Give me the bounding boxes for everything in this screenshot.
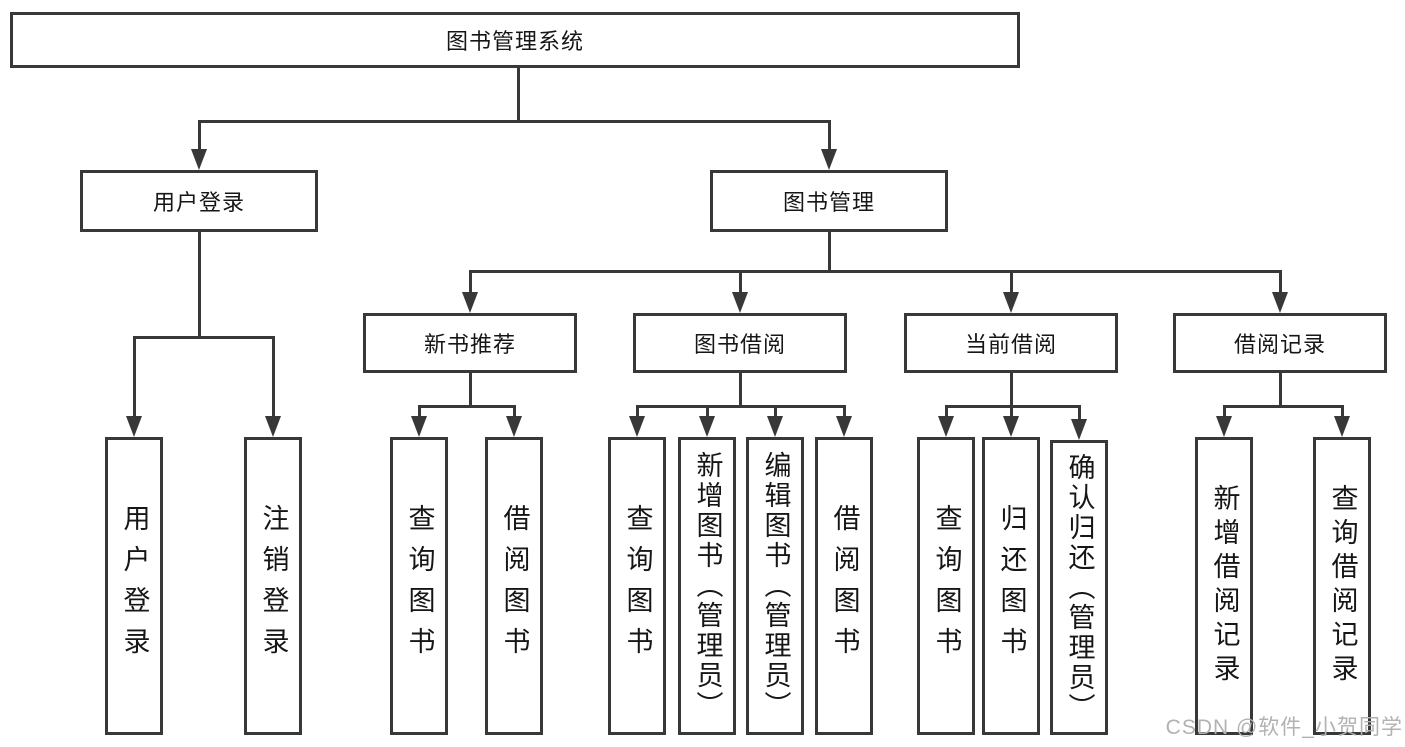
leaf-newbook-query-books: 查询图书 <box>390 437 448 735</box>
arrowhead-down <box>1071 419 1087 440</box>
arrowhead-down <box>732 292 748 313</box>
node-label: 查询图书 <box>622 504 653 668</box>
connector-line <box>418 405 421 418</box>
connector-line <box>1010 405 1013 418</box>
node-label: 用户登录 <box>119 504 150 668</box>
leaf-logout: 注销登录 <box>244 437 302 735</box>
arrowhead-down <box>1003 416 1019 437</box>
connector-line <box>739 270 742 293</box>
node-label: 新书推荐 <box>423 332 516 357</box>
connector-line <box>469 373 472 405</box>
connector-line <box>418 405 516 408</box>
arrowhead-down <box>126 416 142 437</box>
leaf-records-add-record: 新增借阅记录 <box>1195 437 1253 735</box>
node-label: 当前借阅 <box>964 332 1057 357</box>
node-root-library-system: 图书管理系统 <box>10 12 1020 68</box>
connector-line <box>828 232 831 270</box>
arrowhead-down <box>629 416 645 437</box>
node-label: 归还图书 <box>996 504 1027 668</box>
connector-line <box>1279 373 1282 405</box>
arrowhead-down <box>265 416 281 437</box>
arrowhead-down <box>1216 416 1232 437</box>
csdn-watermark: CSDN @软件_小贺同学 <box>1165 716 1403 739</box>
connector-line <box>198 120 201 151</box>
node-label: 借阅记录 <box>1233 332 1326 357</box>
leaf-user-login: 用户登录 <box>105 437 163 735</box>
connector-line <box>469 270 1282 273</box>
connector-line <box>636 405 846 408</box>
leaf-records-query-record: 查询借阅记录 <box>1313 437 1371 735</box>
node-label: 新增借阅记录 <box>1209 484 1240 688</box>
arrowhead-down <box>767 416 783 437</box>
leaf-current-query-books: 查询图书 <box>917 437 975 735</box>
connector-line <box>828 120 831 151</box>
node-book-management: 图书管理 <box>710 170 948 232</box>
node-label: 借阅图书 <box>829 504 860 668</box>
connector-line <box>774 405 777 418</box>
node-label: 借阅图书 <box>499 504 530 668</box>
node-user-login: 用户登录 <box>80 170 318 232</box>
connector-line <box>1223 405 1226 418</box>
leaf-borrow-query-books: 查询图书 <box>608 437 666 735</box>
connector-line <box>469 270 472 293</box>
node-label: 图书管理 <box>782 190 875 215</box>
arrowhead-down <box>1334 416 1350 437</box>
node-label: 查询借阅记录 <box>1327 484 1358 688</box>
connector-line <box>945 405 1081 408</box>
connector-line <box>945 405 948 418</box>
connector-line <box>843 405 846 418</box>
arrowhead-down <box>411 416 427 437</box>
arrowhead-down <box>191 149 207 170</box>
node-label: 查询图书 <box>931 504 962 668</box>
connector-line <box>1279 270 1282 293</box>
node-label: 查询图书 <box>404 504 435 668</box>
leaf-borrow-borrow-books: 借阅图书 <box>815 437 873 735</box>
connector-line <box>198 120 830 123</box>
node-label: 用户登录 <box>152 190 245 215</box>
node-label: 注销登录 <box>258 504 289 668</box>
node-borrow-records: 借阅记录 <box>1173 313 1387 373</box>
connector-line <box>1010 373 1013 405</box>
connector-line <box>706 405 709 418</box>
leaf-current-return-books: 归还图书 <box>982 437 1040 735</box>
connector-line <box>1341 405 1344 418</box>
leaf-borrow-add-books-admin: 新增图书（管理员） <box>678 437 736 735</box>
node-label: 图书管理系统 <box>445 29 584 54</box>
leaf-borrow-edit-books-admin: 编辑图书（管理员） <box>746 437 804 735</box>
node-label: 编辑图书（管理员） <box>760 451 791 721</box>
node-label: 图书借阅 <box>693 332 786 357</box>
node-new-book-recommend: 新书推荐 <box>363 313 577 373</box>
node-label: 新增图书（管理员） <box>692 451 723 721</box>
node-book-borrow: 图书借阅 <box>633 313 847 373</box>
connector-line <box>272 336 275 417</box>
arrowhead-down <box>506 416 522 437</box>
arrowhead-down <box>821 149 837 170</box>
arrowhead-down <box>462 292 478 313</box>
leaf-current-confirm-return-admin: 确认归还（管理员） <box>1050 440 1108 735</box>
connector-line <box>1223 405 1344 408</box>
connector-line <box>513 405 516 418</box>
connector-line <box>1010 270 1013 293</box>
connector-line <box>636 405 639 418</box>
arrowhead-down <box>1272 292 1288 313</box>
arrowhead-down <box>1003 292 1019 313</box>
connector-line <box>133 336 275 339</box>
connector-line <box>517 68 520 120</box>
connector-line <box>198 232 201 336</box>
arrowhead-down <box>938 416 954 437</box>
connector-line <box>133 336 136 417</box>
arrowhead-down <box>836 416 852 437</box>
node-current-borrow: 当前借阅 <box>904 313 1118 373</box>
leaf-newbook-borrow-books: 借阅图书 <box>485 437 543 735</box>
connector-line <box>739 373 742 405</box>
arrowhead-down <box>699 416 715 437</box>
connector-line <box>1078 405 1081 421</box>
node-label: 确认归还（管理员） <box>1064 452 1095 723</box>
